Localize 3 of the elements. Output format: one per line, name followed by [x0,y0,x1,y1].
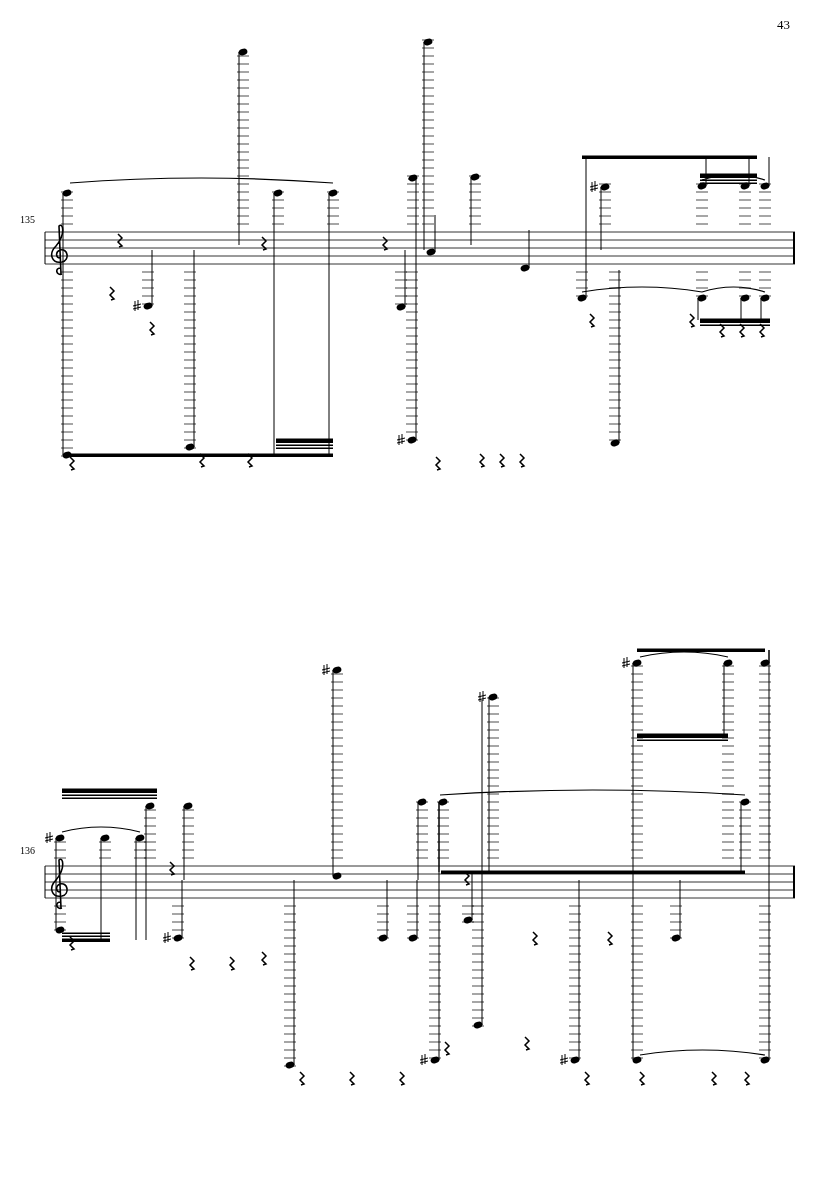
page-number: 43 [777,17,790,33]
measure-number: 135 [20,214,35,225]
measure-number: 136 [20,845,35,856]
